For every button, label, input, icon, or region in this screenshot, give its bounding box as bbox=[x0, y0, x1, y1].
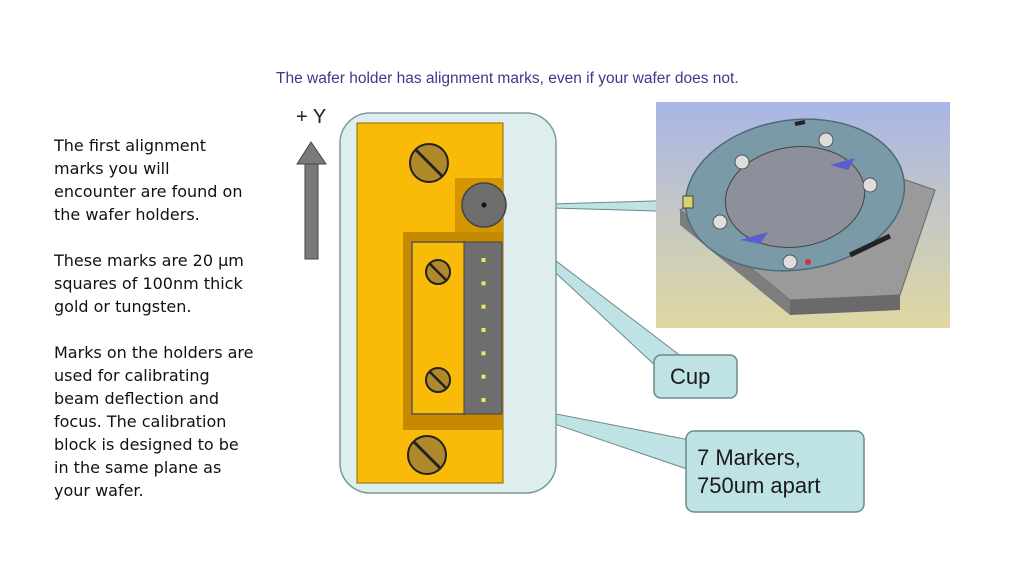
wafer-holder-photo bbox=[656, 102, 950, 328]
alignment-marker bbox=[481, 398, 486, 402]
screw-icon bbox=[425, 367, 451, 393]
markers-label: 7 Markers, 750um apart bbox=[697, 444, 867, 500]
cup-callout-box bbox=[653, 354, 738, 399]
description-text: The first alignment marks you will encou… bbox=[54, 134, 254, 525]
alignment-marker bbox=[481, 328, 486, 332]
alignment-marker bbox=[481, 374, 486, 379]
screw-icon bbox=[409, 143, 449, 183]
markers-label-line1: 7 Markers, bbox=[697, 445, 801, 470]
paragraph-3: Marks on the holders are used for calibr… bbox=[54, 343, 254, 500]
cup-label: Cup bbox=[670, 364, 711, 389]
figure-title: The wafer holder has alignment marks, ev… bbox=[276, 70, 739, 87]
screw-icon bbox=[425, 259, 451, 285]
alignment-marker bbox=[481, 281, 486, 286]
marker-strip bbox=[463, 241, 503, 415]
alignment-marker bbox=[481, 351, 486, 356]
markers bbox=[481, 258, 486, 402]
markers-callout-box bbox=[685, 430, 865, 513]
cup-center-dot bbox=[481, 202, 487, 208]
y-axis-label: + Y bbox=[296, 106, 327, 128]
paragraph-2: These marks are 20 µm squares of 100nm t… bbox=[54, 251, 244, 316]
alignment-marker bbox=[481, 258, 486, 262]
screw-icon bbox=[407, 435, 447, 475]
paragraph-1: The first alignment marks you will encou… bbox=[54, 136, 243, 224]
alignment-marker bbox=[481, 304, 486, 309]
up-arrow-icon bbox=[296, 141, 327, 260]
markers-label-line2: 750um apart bbox=[697, 473, 821, 498]
